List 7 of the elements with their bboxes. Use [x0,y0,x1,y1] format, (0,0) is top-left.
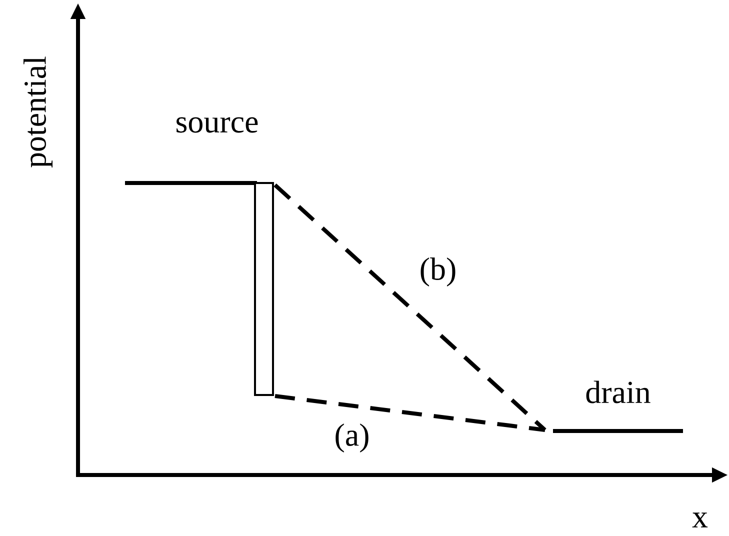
curve-label: (b) [420,258,456,286]
region-label: drain [586,380,650,404]
barrier-rectangle [254,182,274,396]
region-label: source [176,117,258,133]
curve-label: (a) [336,424,368,452]
axis-label: x [692,512,708,528]
axis-label: potential [24,56,52,168]
